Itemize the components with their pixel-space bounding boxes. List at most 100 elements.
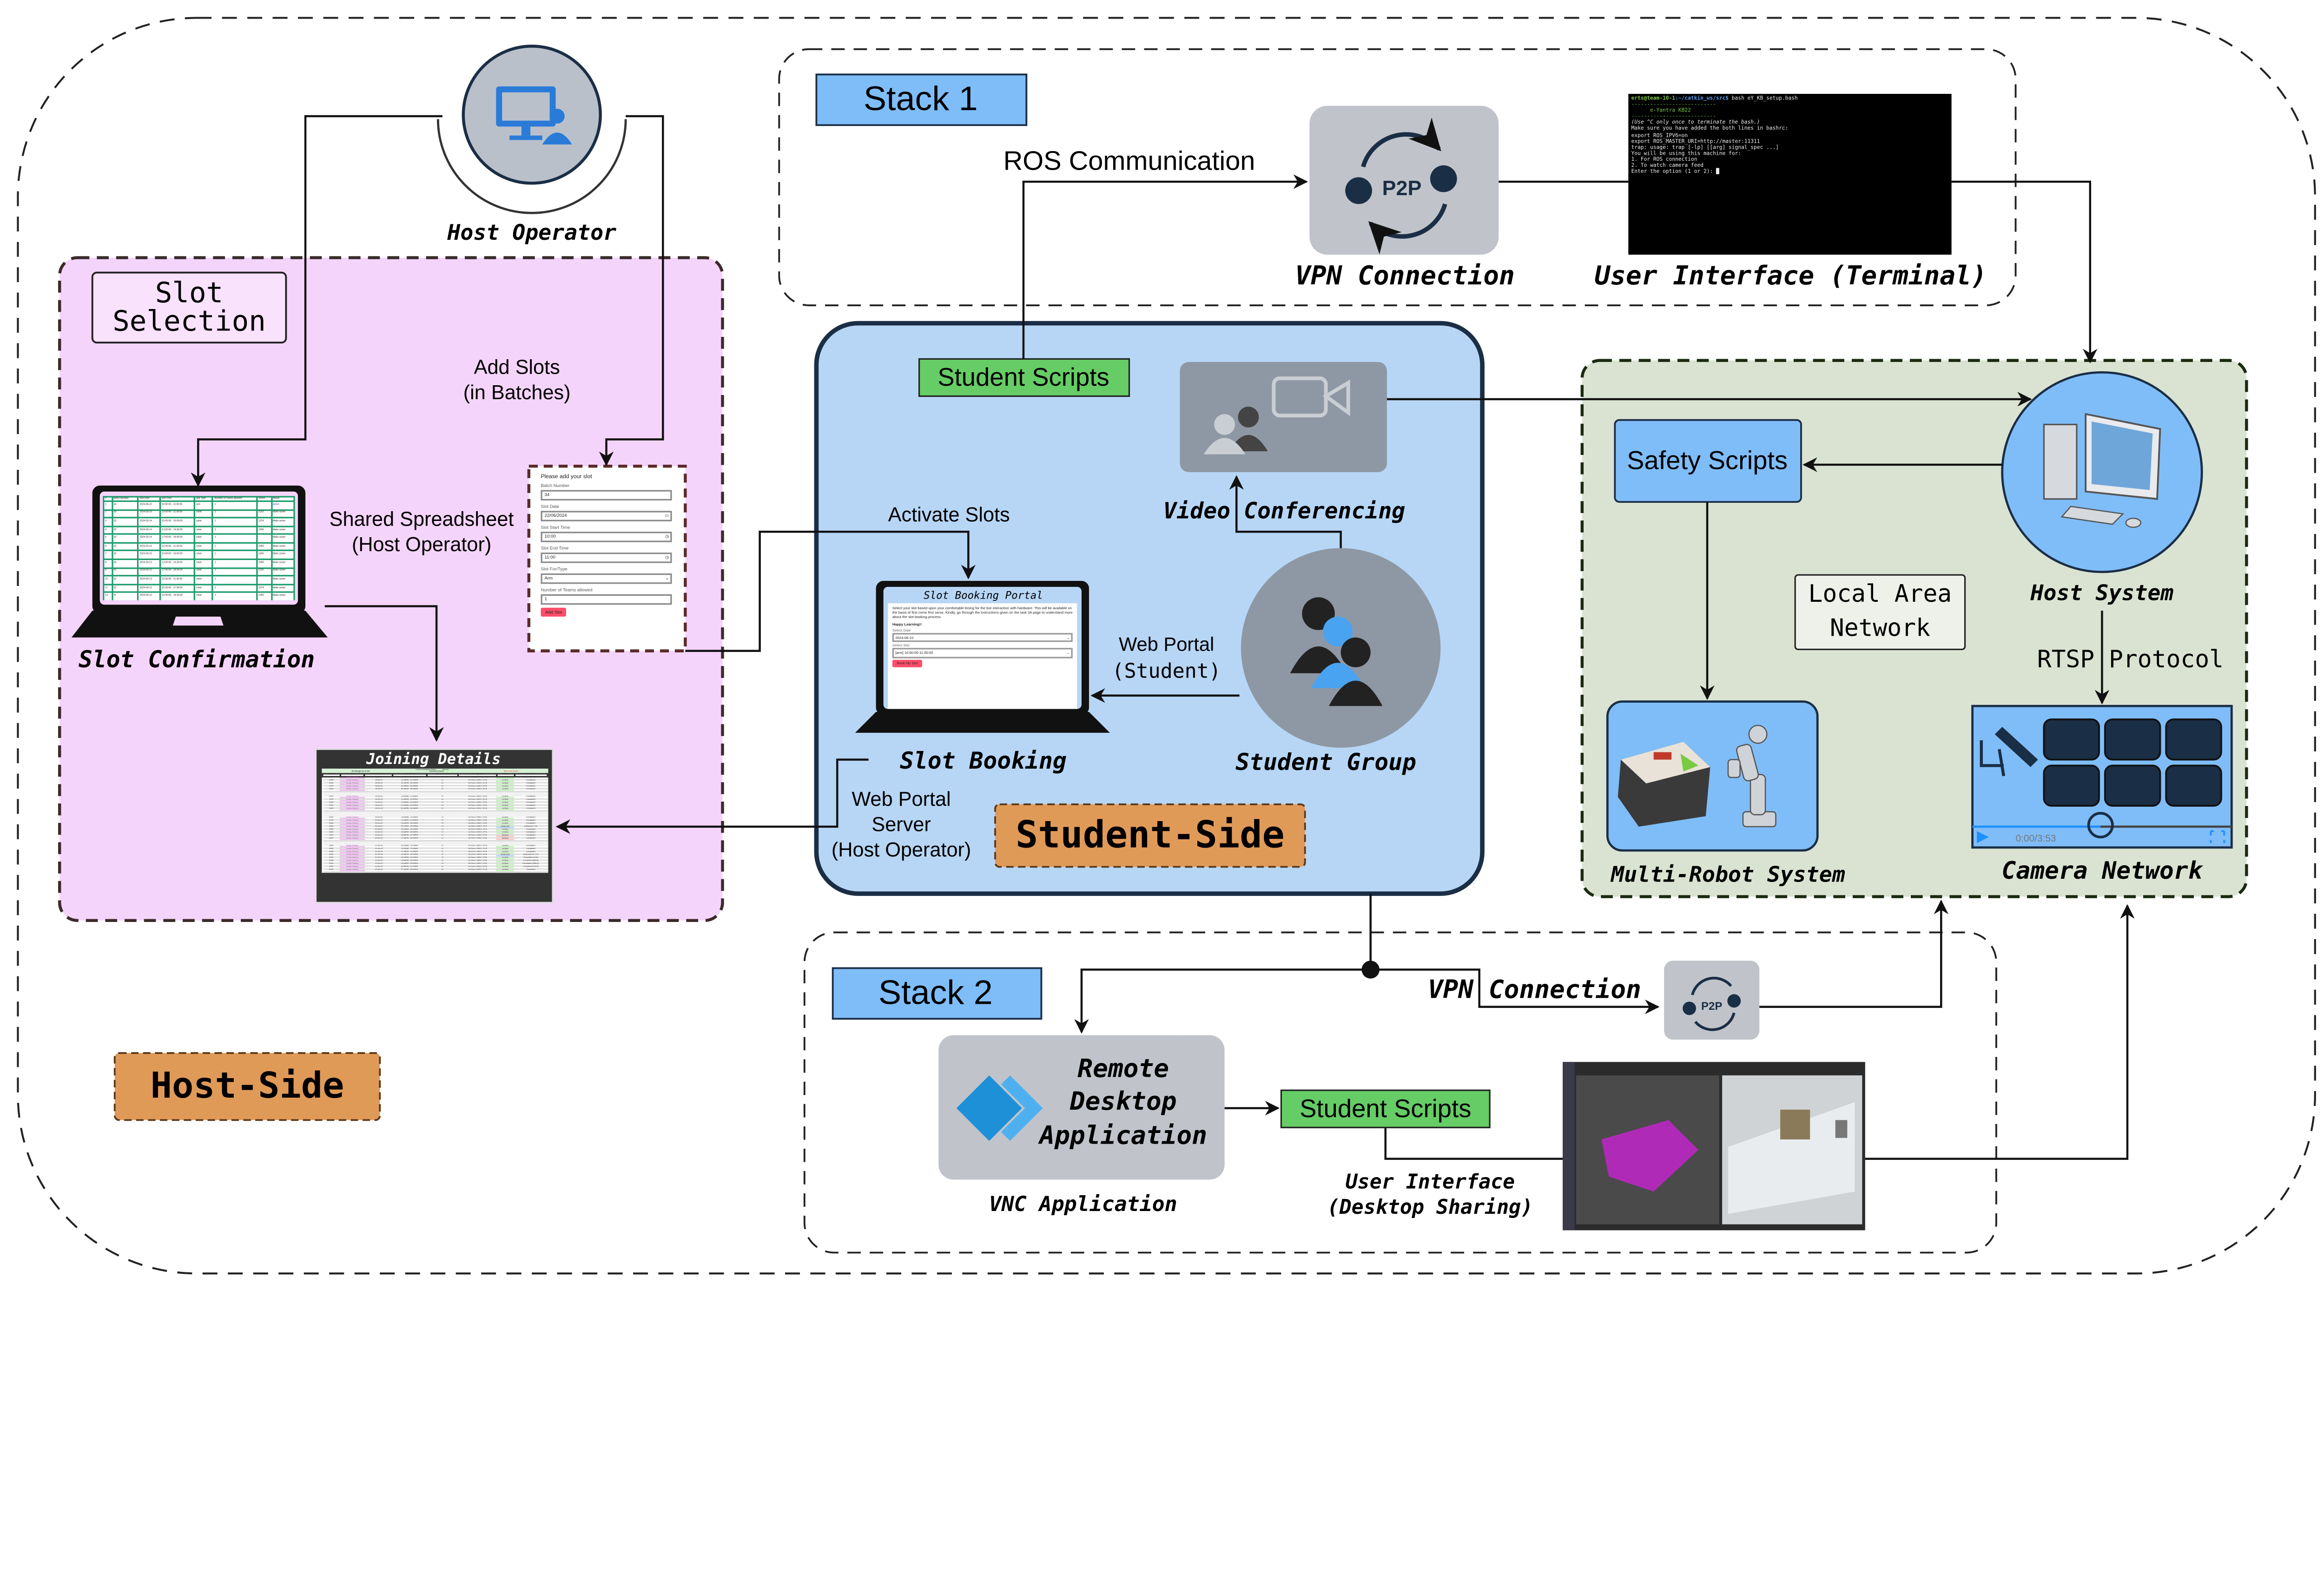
table-cell[interactable]: Finale Practice — [340, 846, 365, 849]
form-field-input[interactable]: 22/06/2024▭ — [541, 511, 672, 521]
table-cell[interactable]: on-time — [496, 860, 514, 864]
table-cell[interactable]: Finale Practice — [340, 837, 365, 842]
table-cell[interactable]: on-time — [496, 846, 514, 849]
table-cell[interactable]: on-time — [496, 817, 514, 820]
table-cell[interactable]: Finale Practice — [340, 825, 365, 830]
checkbox-icon[interactable]: ☑ — [426, 851, 459, 856]
table-cell[interactable]: on-time — [496, 805, 514, 810]
form-field-input[interactable]: 1 — [541, 594, 672, 605]
form-field-input[interactable]: 34 — [541, 490, 672, 500]
table-cell[interactable]: on-time — [496, 857, 514, 862]
checkbox-icon[interactable]: ☑ — [426, 863, 459, 867]
table-cell[interactable]: Finale Practice — [340, 797, 365, 801]
table-cell[interactable]: Finale Practice — [340, 854, 365, 858]
checkbox-icon[interactable]: ☑ — [426, 846, 459, 849]
checkbox-icon[interactable]: ☑ — [426, 803, 459, 807]
checkbox-icon[interactable]: ☑ — [426, 869, 459, 873]
fullscreen-icon[interactable] — [2210, 830, 2225, 843]
table-cell[interactable]: on-time — [496, 869, 514, 873]
table-cell[interactable]: Finale Practice — [340, 789, 365, 793]
table-cell[interactable]: on-time — [496, 823, 514, 827]
table-cell[interactable]: Make active — [270, 575, 295, 585]
table-cell[interactable]: Make active — [270, 533, 295, 544]
table-cell[interactable]: delayed — [496, 837, 514, 842]
checkbox-icon[interactable]: ☑ — [426, 779, 459, 783]
table-cell[interactable]: Finale Practice — [340, 785, 365, 790]
table-cell[interactable]: Finale Practice — [340, 783, 365, 787]
table-cell[interactable]: postponed — [496, 825, 514, 830]
checkbox-icon[interactable]: ☑ — [426, 823, 459, 827]
table-cell[interactable]: Finale Practice — [340, 851, 365, 856]
table-cell[interactable]: on-time — [496, 828, 514, 832]
checkbox-icon[interactable]: ☑ — [426, 819, 459, 823]
checkbox-icon[interactable]: ☑ — [426, 857, 459, 862]
slot-select[interactable]: [arm] 10:00:00-11:00:00⌄ — [892, 648, 1073, 658]
checkbox-icon[interactable]: ☑ — [426, 789, 459, 793]
table-cell[interactable]: Finale Practice — [340, 779, 365, 783]
table-cell[interactable]: Finale Practice — [340, 819, 365, 823]
table-cell[interactable]: Make active — [270, 559, 295, 569]
table-cell[interactable]: on-time — [496, 785, 514, 790]
checkbox-icon[interactable]: ☑ — [426, 834, 459, 838]
checkbox-icon[interactable]: ☑ — [426, 777, 459, 781]
table-cell[interactable]: Finale Practice — [340, 869, 365, 873]
table-cell[interactable]: Finale Practice — [340, 803, 365, 807]
checkbox-icon[interactable]: ☑ — [426, 866, 459, 870]
table-cell[interactable]: on-time — [496, 831, 514, 836]
table-cell[interactable]: delayed — [496, 834, 514, 838]
checkbox-icon[interactable]: ☑ — [426, 831, 459, 836]
table-cell[interactable]: Make active — [270, 542, 295, 552]
table-cell[interactable]: on-time — [496, 799, 514, 803]
table-cell[interactable]: Finale Practice — [340, 834, 365, 838]
table-cell[interactable]: Make active — [270, 550, 295, 560]
table-cell[interactable]: Make active — [270, 517, 295, 527]
table-cell[interactable]: on-time — [496, 851, 514, 856]
checkbox-icon[interactable]: ☑ — [426, 799, 459, 803]
table-cell[interactable]: on-time — [496, 809, 514, 813]
table-cell[interactable]: Finale Practice — [340, 823, 365, 827]
table-cell[interactable]: on-time — [496, 797, 514, 801]
checkbox-icon[interactable]: ☑ — [426, 828, 459, 832]
table-cell[interactable]: Make active — [270, 508, 295, 519]
checkbox-icon[interactable]: ☑ — [426, 860, 459, 864]
checkbox-icon[interactable]: ☑ — [426, 837, 459, 842]
table-cell[interactable]: Finale Practice — [340, 860, 365, 864]
table-cell[interactable]: Finale Practice — [340, 777, 365, 781]
table-cell[interactable]: on-time — [496, 803, 514, 807]
video-scrubber[interactable] — [2087, 812, 2114, 839]
table-cell[interactable]: Make active — [270, 567, 295, 577]
table-cell[interactable]: on-time — [496, 789, 514, 793]
checkbox-icon[interactable]: ☑ — [426, 817, 459, 820]
checkbox-icon[interactable]: ☑ — [426, 848, 459, 852]
table-cell[interactable]: on-time — [496, 819, 514, 823]
table-cell[interactable]: on-time — [496, 866, 514, 870]
checkbox-icon[interactable]: ☑ — [426, 805, 459, 810]
table-cell[interactable]: on-time — [496, 777, 514, 781]
table-cell[interactable]: Finale Practice — [340, 817, 365, 820]
table-cell[interactable]: on-time — [496, 863, 514, 867]
table-cell[interactable]: on-time — [496, 779, 514, 783]
book-my-slot-button[interactable]: Book My Slot — [892, 659, 923, 667]
checkbox-icon[interactable]: ☑ — [426, 785, 459, 790]
table-cell[interactable]: Finale Practice — [340, 866, 365, 870]
table-cell[interactable]: Finale Practice — [340, 857, 365, 862]
table-cell[interactable]: Finale Practice — [340, 828, 365, 832]
form-field-input[interactable]: Arm⌄ — [541, 573, 672, 584]
add-slot-button[interactable]: Add Slot — [541, 607, 567, 617]
table-cell[interactable]: postponed — [496, 854, 514, 858]
table-cell[interactable]: Finale Practice — [340, 799, 365, 803]
date-select[interactable]: 2024-06-22⌄ — [892, 633, 1073, 643]
table-cell[interactable]: Make active — [270, 592, 295, 600]
checkbox-icon[interactable]: ☑ — [426, 825, 459, 830]
table-cell[interactable]: Active — [270, 500, 295, 510]
checkbox-icon[interactable]: ☑ — [426, 783, 459, 787]
table-cell[interactable]: Finale Practice — [340, 848, 365, 852]
hardware-status-value[interactable]: Normal — [436, 770, 455, 772]
checkbox-icon[interactable]: ☑ — [426, 809, 459, 813]
table-cell[interactable]: on-time — [496, 783, 514, 787]
table-cell[interactable]: Finale Practice — [340, 809, 365, 813]
table-cell[interactable]: Finale Practice — [340, 805, 365, 810]
form-field-input[interactable]: 10:00◷ — [541, 532, 672, 542]
table-cell[interactable]: Finale Practice — [340, 863, 365, 867]
form-field-input[interactable]: 11:00◷ — [541, 553, 672, 563]
